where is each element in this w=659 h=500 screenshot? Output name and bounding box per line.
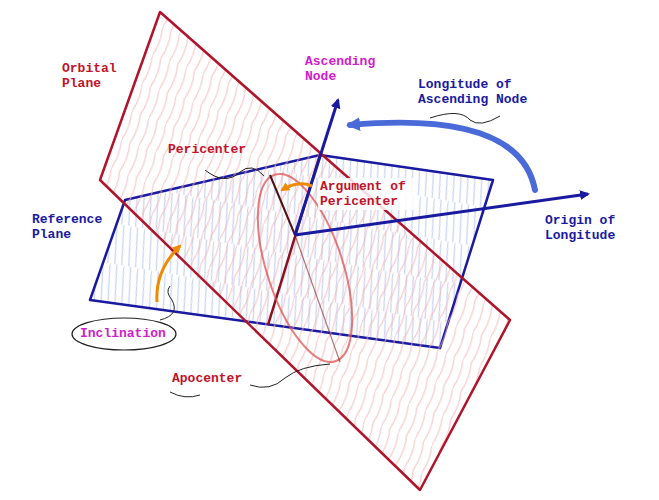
apsis-line [295,235,340,362]
argument-arc [282,184,312,190]
apocenter-squiggle [170,392,200,397]
inclination-leader [160,286,174,320]
angle-label: Longitude of Ascending Node [416,76,537,108]
ascending-node-arrow [295,100,338,235]
node-label: Ascending Node [303,53,377,85]
pericenter-leader [205,168,264,179]
plane-label: Orbital Plane [60,60,126,92]
direction-label: Origin of Longitude [543,212,625,244]
point-label: Pericenter [166,141,248,158]
angle-label: Argument of Pericenter [318,178,416,210]
plane-label: Reference Plane [30,211,112,243]
angle-label: Inclination [78,325,168,342]
longitude-leader [430,113,500,123]
apocenter-leader [250,364,330,387]
point-label: Apocenter [170,370,244,387]
inclination-circle [72,318,176,350]
